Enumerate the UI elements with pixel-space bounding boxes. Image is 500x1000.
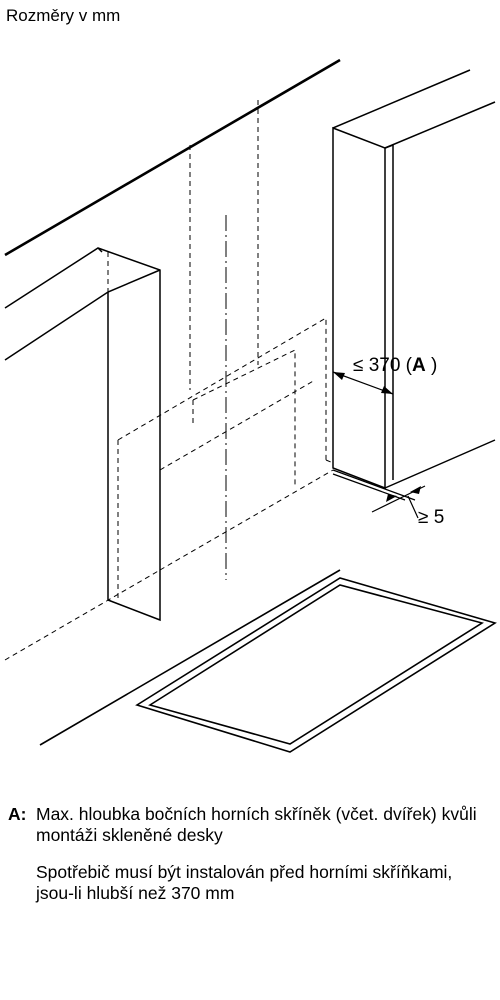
min-gap-dimension	[332, 469, 426, 519]
left-upper-cabinet	[4, 247, 161, 622]
max-depth-label: ≤ 370 (A )	[353, 355, 437, 376]
min-gap-label: ≥ 5	[418, 507, 444, 528]
installation-note: Spotřebič musí být instalován před horní…	[36, 862, 453, 903]
legend-text: Max. hloubka bočních horních skříněk (vč…	[36, 804, 477, 845]
legend-key: A:	[8, 804, 27, 824]
right-upper-cabinet	[332, 69, 496, 490]
installation-diagram: ≤ 370 (A ) ≥ 5	[4, 58, 497, 753]
max-depth-dimension	[332, 371, 394, 395]
legend-item-a: A: Max. hloubka bočních horních skříněk …	[8, 804, 492, 846]
cooktop	[39, 569, 497, 753]
hidden-lines	[4, 100, 334, 661]
wall-top-edge	[4, 58, 341, 257]
legend: A: Max. hloubka bočních horních skříněk …	[8, 804, 492, 904]
unit-title: Rozměry v mm	[6, 6, 121, 25]
